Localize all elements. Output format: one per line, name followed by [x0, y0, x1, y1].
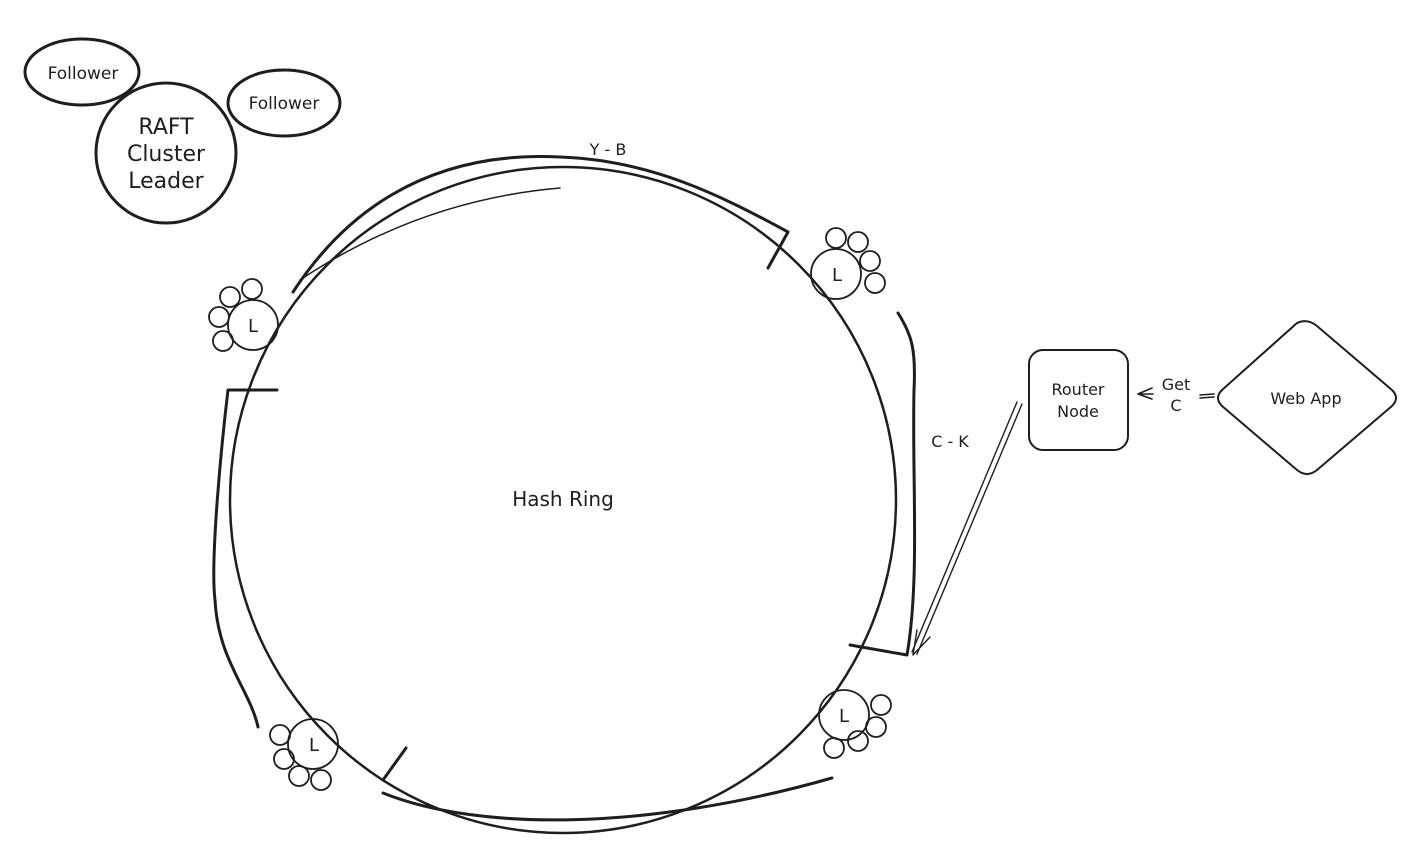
router-node-box [1028, 349, 1129, 451]
hash-ring-label: Hash Ring [512, 487, 614, 511]
follower-dot [870, 694, 892, 716]
follower-node-left [23, 37, 141, 107]
follower-dot [241, 278, 263, 300]
follower-dot [269, 724, 291, 746]
follower-dot [847, 730, 869, 752]
range-label-right: C - K [931, 432, 969, 451]
router-label-line-2: Node [1057, 402, 1099, 421]
follower-label-left: Follower [48, 64, 119, 84]
raft-leader-line-3: Leader [128, 169, 204, 194]
follower-dot [823, 737, 845, 759]
follower-dot [288, 765, 310, 787]
follower-dot [273, 748, 295, 770]
follower-dot [310, 769, 332, 791]
follower-dot [864, 272, 886, 294]
raft-leader-line-1: RAFT [138, 115, 194, 140]
hash-ring [228, 165, 898, 835]
raft-leader-line-2: Cluster [127, 142, 206, 167]
follower-dot [859, 250, 881, 272]
web-app: Web App [1217, 320, 1397, 475]
leader-symbol: L [839, 706, 849, 727]
node-cluster-bottom-right: L [818, 689, 892, 759]
follower-dot [208, 306, 230, 328]
follower-dot [219, 286, 241, 308]
web-app-diamond [1217, 320, 1397, 475]
leader-node [818, 689, 870, 741]
router-label-line-1: Router [1051, 380, 1104, 399]
follower-label-right: Follower [249, 94, 320, 114]
follower-dot [825, 227, 847, 249]
range-bracket-right [848, 311, 917, 657]
range-brackets: Y - B C - K [212, 140, 969, 822]
node-cluster-top-left: L [208, 278, 279, 352]
follower-node-right [226, 68, 342, 138]
leader-symbol: L [832, 265, 842, 286]
leader-symbol: L [248, 316, 258, 337]
node-cluster-top-right: L [810, 227, 886, 300]
hash-ring-group: Hash Ring [228, 165, 898, 835]
range-bracket-left [212, 388, 279, 729]
request-label-line-1: Get [1162, 375, 1191, 394]
request-label-line-2: C [1170, 396, 1181, 415]
range-bracket-bottom [381, 746, 834, 822]
leader-node [810, 248, 862, 300]
router-node: Router Node [1028, 349, 1129, 451]
request-arrow: Get C [1137, 375, 1215, 415]
leader-symbol: L [309, 735, 319, 756]
web-app-label: Web App [1270, 389, 1341, 408]
range-label-top: Y - B [589, 140, 627, 159]
leader-node [287, 718, 339, 770]
routing-arrow [911, 401, 1023, 656]
raft-legend: Follower Follower RAFT Cluster Leader [23, 37, 342, 225]
leader-node [227, 299, 279, 351]
raft-leader-node [94, 81, 238, 225]
range-bracket-top [291, 155, 790, 294]
node-cluster-bottom-left: L [269, 718, 339, 791]
follower-dot [847, 231, 869, 253]
